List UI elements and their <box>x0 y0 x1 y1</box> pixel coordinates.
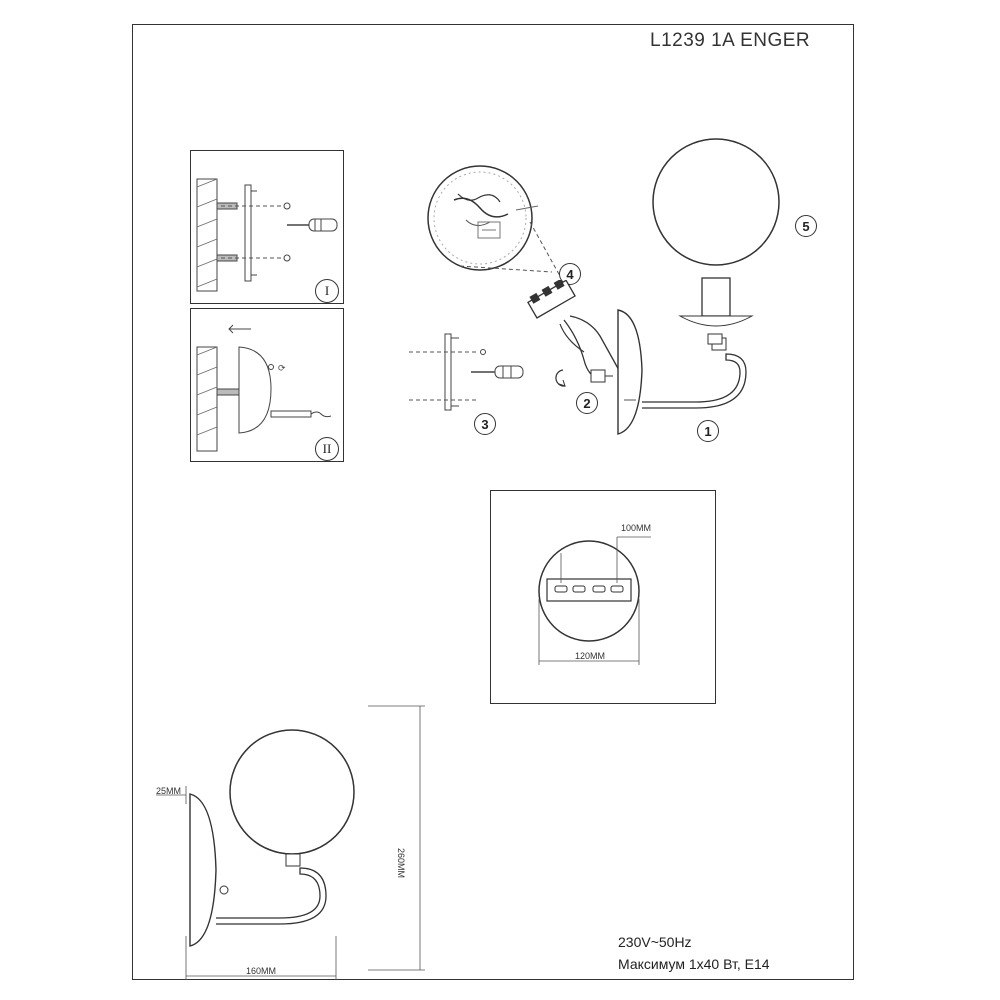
backplate-screws-drawing <box>409 333 524 411</box>
step-label-1: 1 <box>697 420 719 442</box>
globe-lamp-drawing <box>652 138 780 345</box>
mounting-template-panel: 100MM 120MM <box>490 490 716 704</box>
arm-mount-diagram: ⟳ <box>196 324 332 452</box>
dim-mount-diameter: 120MM <box>575 651 606 661</box>
instruction-sheet <box>132 24 854 980</box>
arm-bracket <box>545 360 615 400</box>
arm-bracket-drawing <box>555 369 613 387</box>
panel-step-i: I <box>190 150 344 304</box>
step-label-2: 2 <box>576 392 598 414</box>
product-title: L1239 1A ENGER <box>650 30 811 51</box>
drill-mount-diagram <box>196 178 338 292</box>
dim-width: 160MM <box>246 966 277 976</box>
dimension-lamp-drawing <box>156 705 425 980</box>
mounting-template-drawing <box>538 536 651 665</box>
dim-mount-width: 100MM <box>621 523 652 533</box>
globe-lamp <box>640 136 790 346</box>
wiring-detail-drawing <box>427 165 561 277</box>
dim-base-depth: 25MM <box>156 786 182 796</box>
step-roman-i: I <box>315 279 339 303</box>
spec-power: Максимум 1х40 Вт, E14 <box>618 956 770 972</box>
panel-step-ii: ⟳ II <box>190 308 344 462</box>
backplate-screws <box>405 330 535 420</box>
wiring-detail <box>420 160 590 310</box>
step-label-3: 3 <box>474 413 496 435</box>
spec-voltage: 230V~50Hz <box>618 934 692 950</box>
svg-text:⟳: ⟳ <box>278 363 286 373</box>
step-label-5: 5 <box>795 215 817 237</box>
dimension-drawing: 25MM 260MM 160MM <box>150 700 440 985</box>
dim-height: 260MM <box>396 848 406 879</box>
terminal-block-drawing <box>527 280 621 381</box>
step-roman-ii: II <box>315 437 339 461</box>
step-label-4: 4 <box>559 263 581 285</box>
terminal-wires <box>520 280 640 390</box>
